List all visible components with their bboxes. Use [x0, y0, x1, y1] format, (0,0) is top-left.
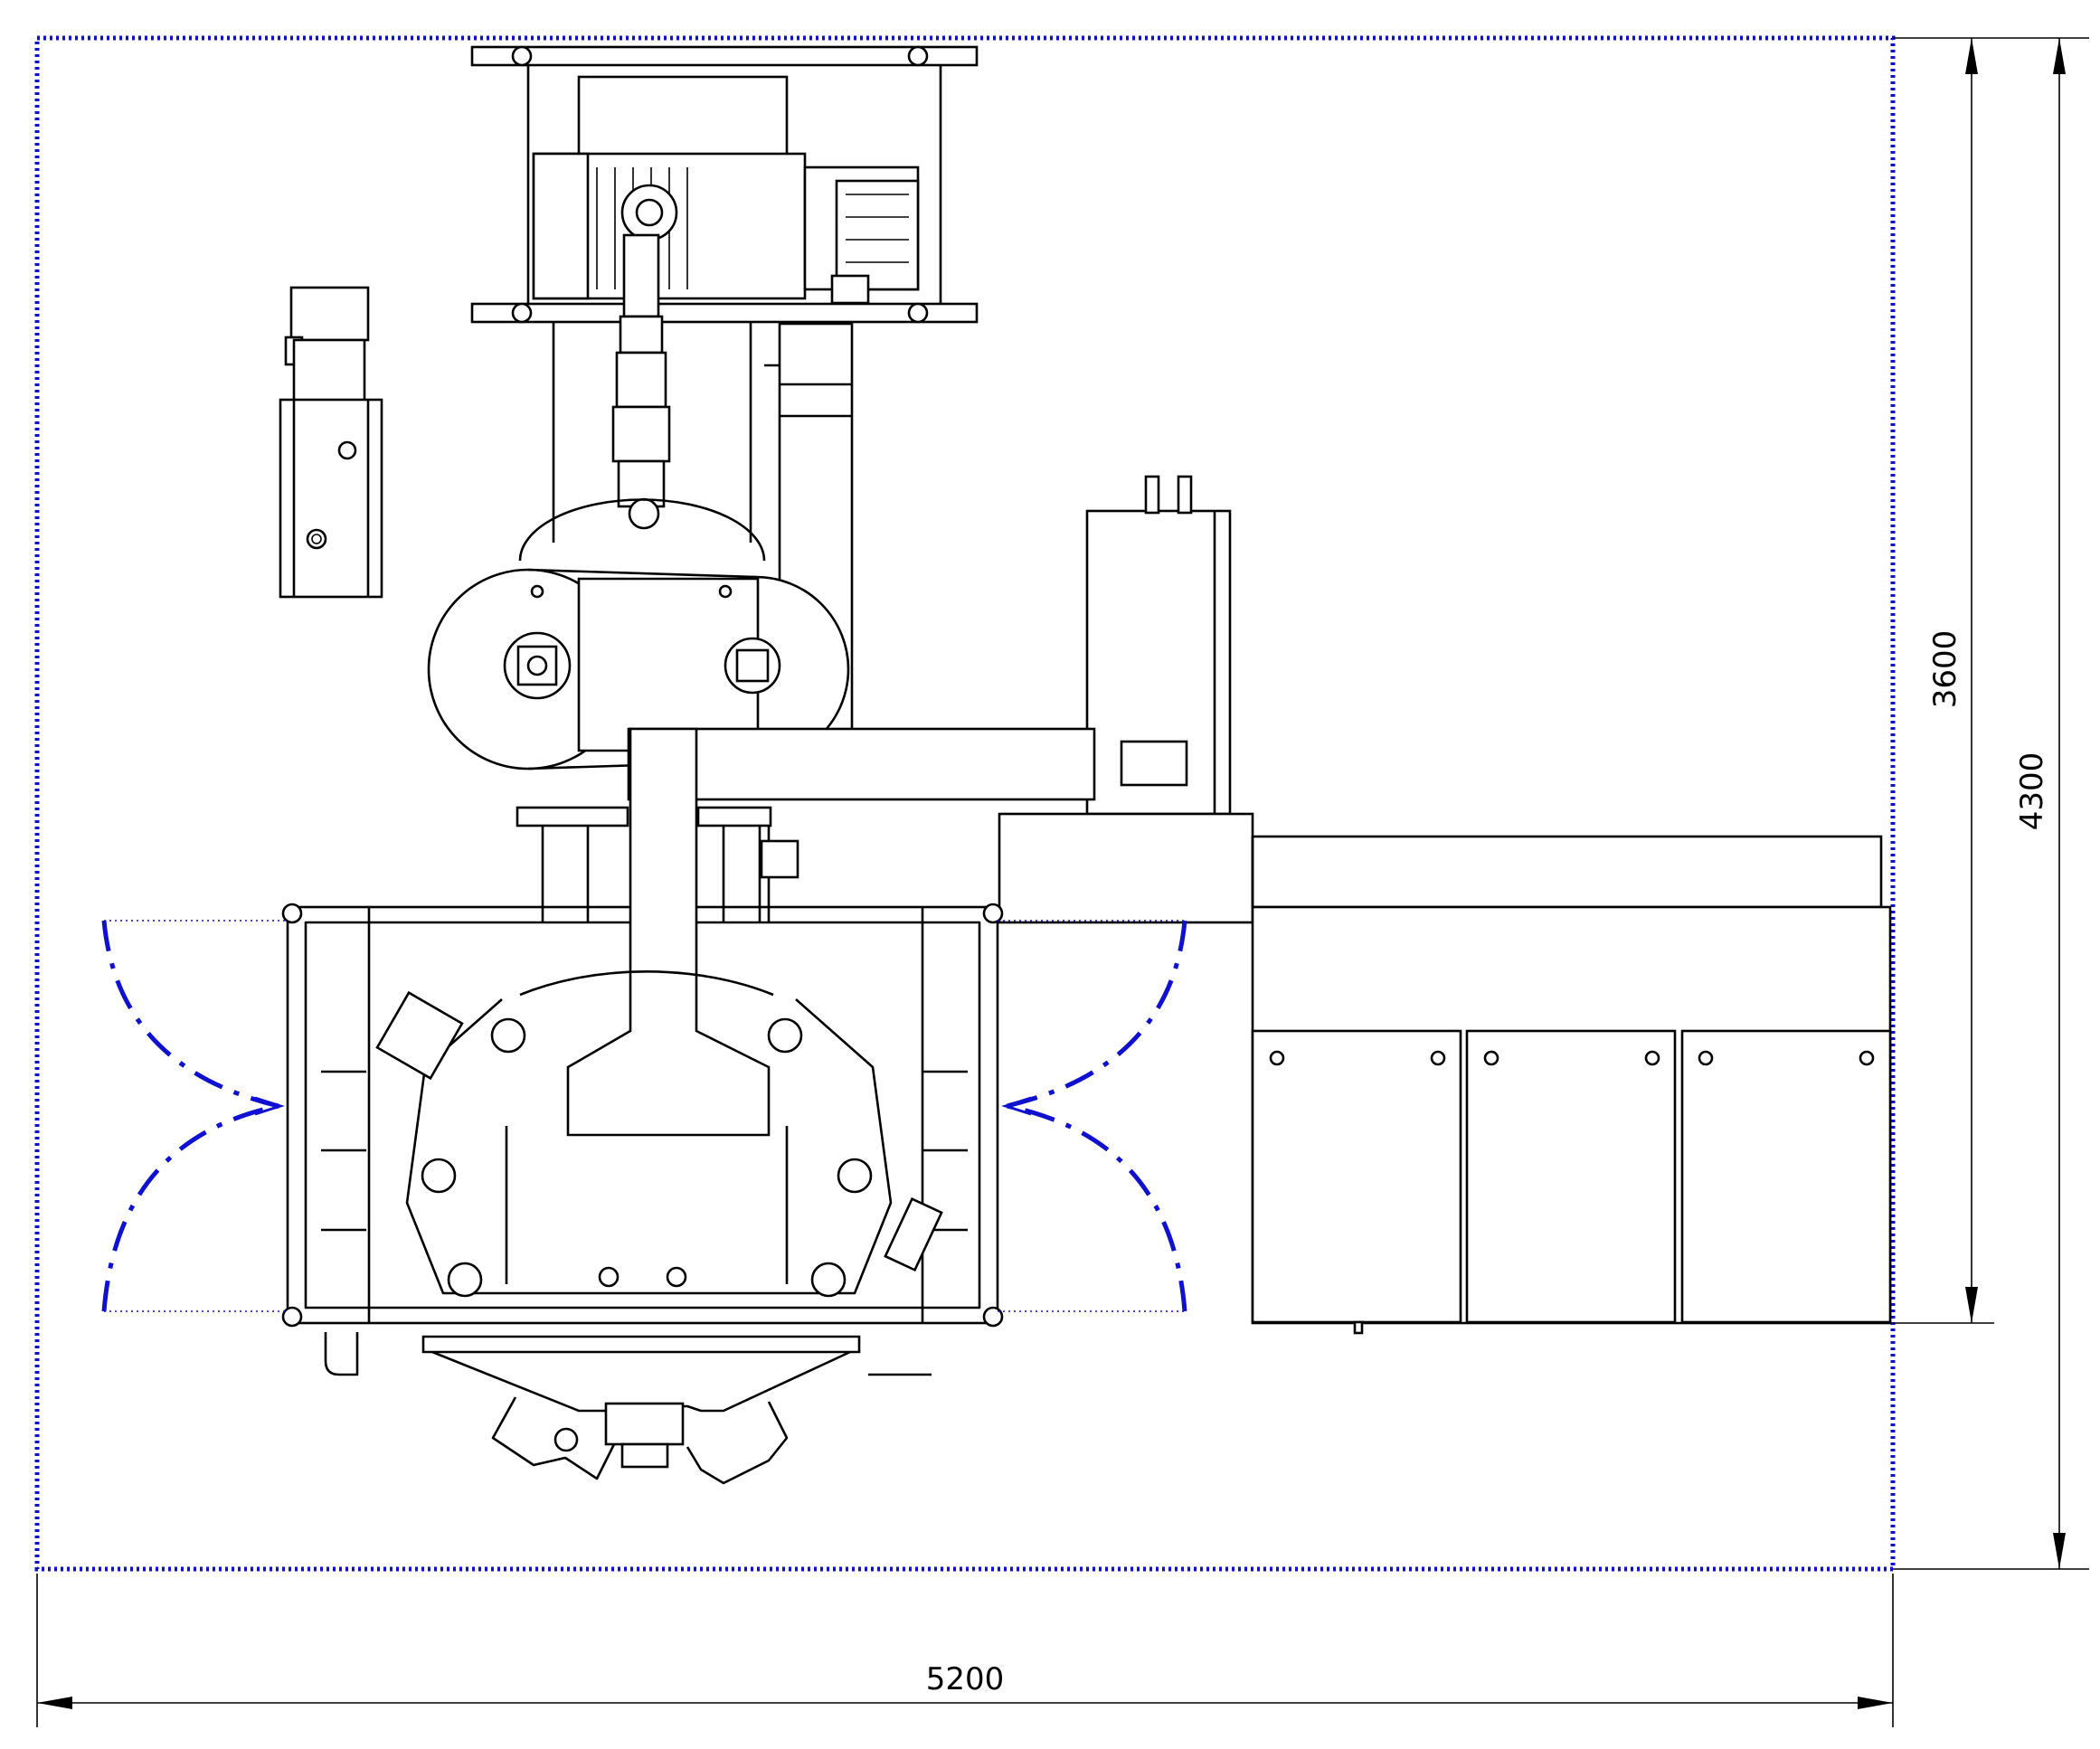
electrical-cabinet: [1085, 475, 1232, 816]
pulley-assembly: [427, 498, 850, 771]
safety-boundary: [34, 35, 1896, 1572]
dimension-width: [36, 1574, 1894, 1727]
horizontal-duct: [627, 727, 1883, 924]
output-assembly: [324, 1332, 932, 1485]
dimension-height-inner: [1893, 37, 2089, 1324]
counter-cabinets: [1251, 905, 1892, 1335]
pump-motor-frame: [470, 45, 979, 543]
side-motor: [279, 286, 383, 599]
width-dimension-label: 5200: [926, 1661, 1005, 1697]
height-total-dimension-label: 4300: [2014, 752, 2050, 831]
height-inner-dimension-label: 3600: [1927, 630, 1963, 709]
dimension-height-total: [1893, 38, 2089, 1570]
main-chamber: [281, 727, 1004, 1328]
door-swings: [101, 920, 1187, 1312]
